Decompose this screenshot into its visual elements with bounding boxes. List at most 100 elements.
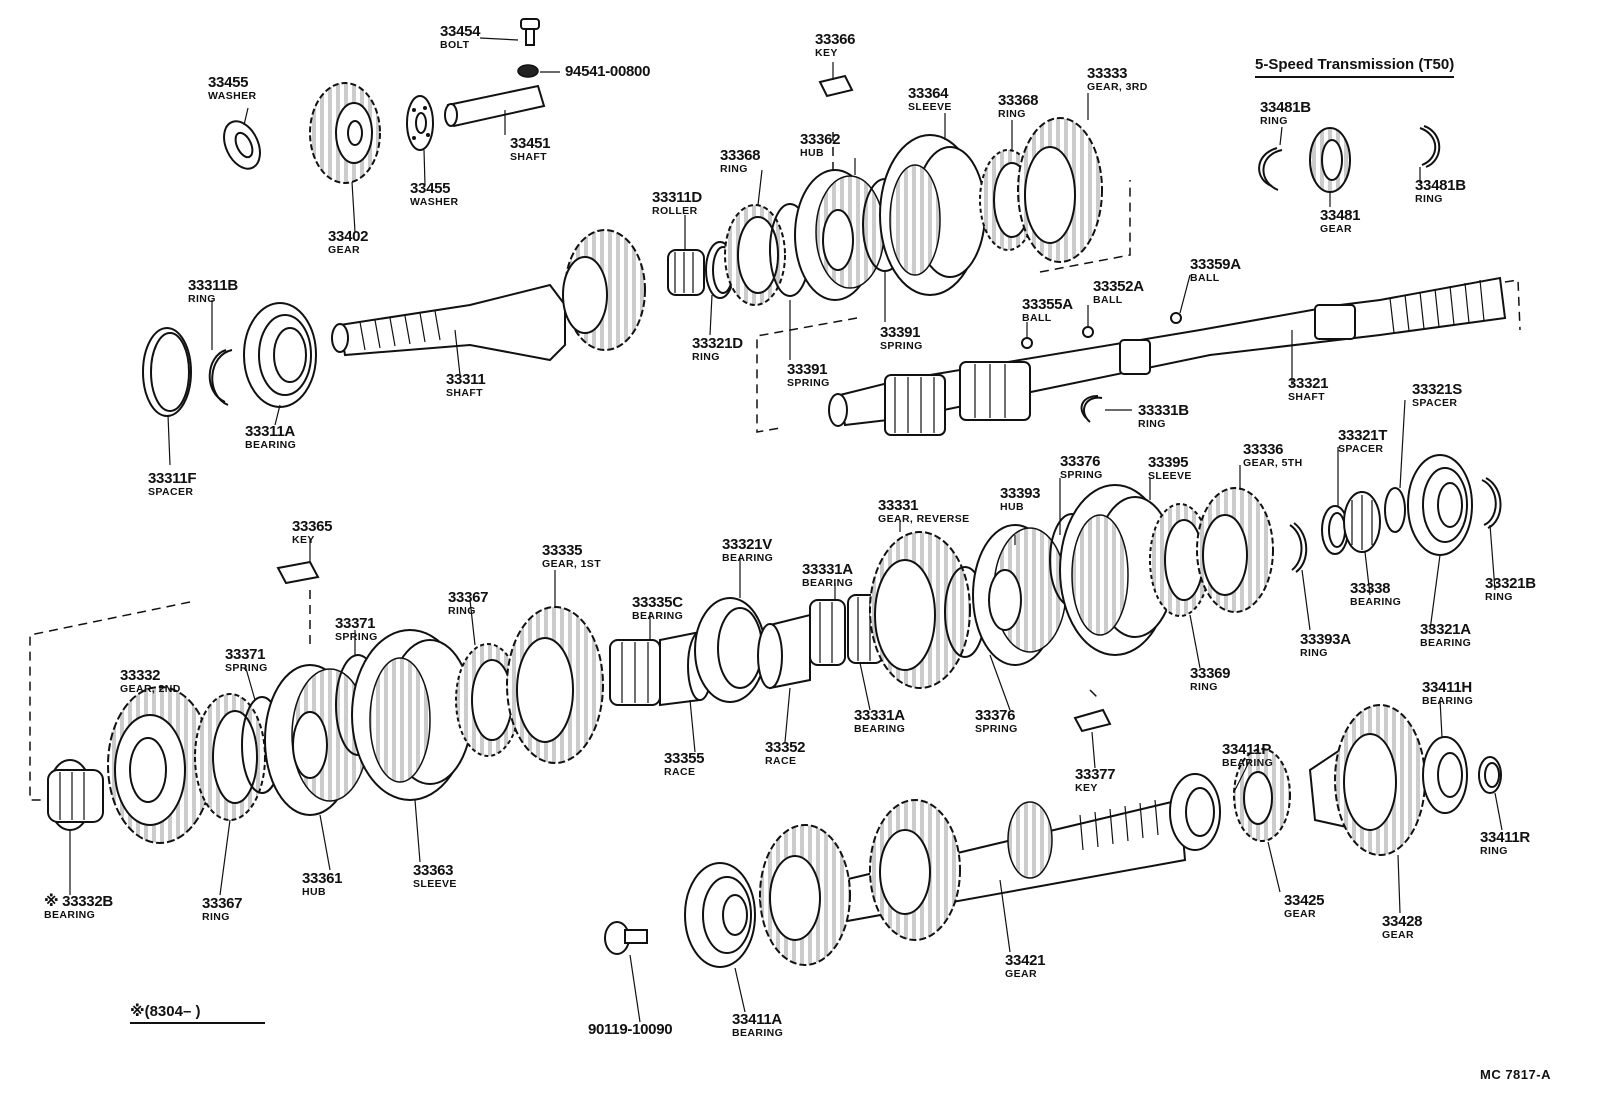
ring-33481b-right [1419, 125, 1441, 168]
callout-94541-00800[interactable]: 94541-00800 [565, 63, 651, 80]
ring-33368-lower [724, 204, 786, 306]
bearing-33311a [243, 302, 317, 408]
key-guide-33377 [1089, 689, 1101, 701]
bearing-33332b [47, 759, 104, 831]
gear-33428 [1308, 704, 1426, 856]
assembly-outline-3rd [1039, 180, 1131, 273]
gear-33481 [1309, 127, 1351, 193]
shaft-33451 [444, 84, 546, 128]
drawing-code: MC 7817-A [1480, 1067, 1551, 1082]
gear-33425 [1233, 748, 1291, 842]
ring-33367-lower [194, 693, 266, 821]
gear-3rd-33333 [1017, 117, 1103, 263]
gear-reverse-33331 [869, 531, 971, 689]
key-33365 [276, 560, 320, 585]
bolt-90119-10090 [604, 921, 648, 955]
bearing-33321v [694, 597, 766, 703]
hub-33361 [264, 664, 369, 816]
ring-33367-upper [455, 643, 521, 757]
ring-33369 [1149, 503, 1211, 617]
snap-ring-33331b [1080, 395, 1103, 423]
gear-2nd-33332 [107, 686, 213, 844]
callout-90119-10090[interactable]: 90119-10090 [588, 1021, 673, 1038]
sleeve-33364 [879, 134, 986, 296]
bolt-33454 [520, 18, 540, 46]
sleeve-33395 [1059, 484, 1176, 656]
race-33352 [757, 613, 811, 690]
assembly-outline-lower-left [29, 601, 191, 801]
bearing-33411a [684, 862, 756, 968]
roller-33311d [667, 249, 705, 296]
footnote-production-date: ※(8304– ) [130, 1002, 265, 1024]
bearing-33411h [1422, 736, 1468, 814]
hub-33362 [794, 169, 885, 301]
gear-5th-33336 [1196, 487, 1274, 613]
